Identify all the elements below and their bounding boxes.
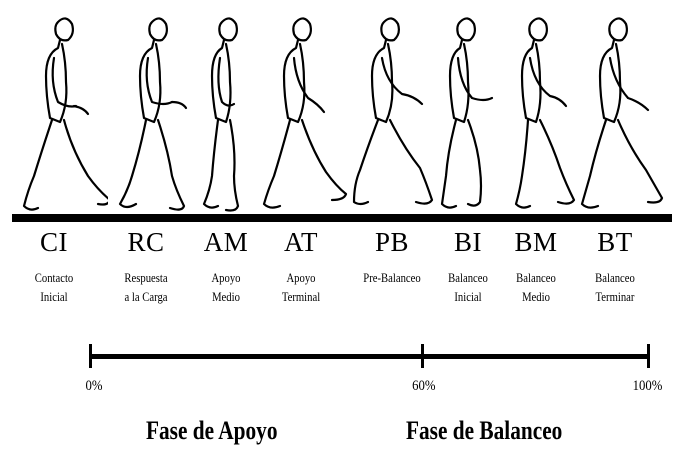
phase-name: Balanceo Inicial <box>443 268 492 306</box>
walker-figure-bm <box>504 8 584 218</box>
walker-figure-ci <box>18 8 108 218</box>
walker-figure-bi <box>436 8 506 218</box>
timeline-tick-60 <box>421 344 424 368</box>
walker-figure-at <box>262 8 352 218</box>
tick-label-0: 0% <box>86 378 103 395</box>
phase-name: Apoyo Medio <box>201 268 250 306</box>
walker-figure-am <box>198 8 268 218</box>
phase-name: Contacto Inicial <box>28 268 80 306</box>
fase-apoyo-label: Fase de Apoyo <box>146 416 277 446</box>
phase-abbr: PB <box>344 226 440 258</box>
tick-label-60: 60% <box>412 378 435 395</box>
phase-at: AT Apoyo Terminal <box>266 226 336 306</box>
phase-abbr: BT <box>580 226 650 258</box>
fase-balanceo-label: Fase de Balanceo <box>406 416 562 446</box>
phase-name: Balanceo Terminar <box>586 268 643 306</box>
phase-abbr: BI <box>438 226 498 258</box>
phase-pb: PB Pre-Balanceo <box>344 226 440 287</box>
walker-figure-pb <box>350 8 440 218</box>
phase-bt: BT Balanceo Terminar <box>580 226 650 306</box>
walker-figure-rc <box>112 8 202 218</box>
cycle-timeline-bar <box>90 354 650 359</box>
phase-name: Respuesta a la Carga <box>115 268 177 306</box>
phase-name: Balanceo Medio <box>511 268 560 306</box>
phase-ci: CI Contacto Inicial <box>22 226 86 306</box>
walker-figure-bt <box>578 8 668 218</box>
phase-am: AM Apoyo Medio <box>196 226 256 306</box>
phase-name: Pre-Balanceo <box>353 268 432 287</box>
phase-name: Apoyo Terminal <box>272 268 329 306</box>
phase-abbr: AM <box>196 226 256 258</box>
phase-rc: RC Respuesta a la Carga <box>108 226 184 306</box>
timeline-tick-100 <box>647 344 650 368</box>
phase-bi: BI Balanceo Inicial <box>438 226 498 306</box>
timeline-tick-0 <box>89 344 92 368</box>
phase-abbr: CI <box>22 226 86 258</box>
ground-line <box>12 214 672 222</box>
phase-abbr: AT <box>266 226 336 258</box>
phase-bm: BM Balanceo Medio <box>506 226 566 306</box>
phase-abbr: RC <box>108 226 184 258</box>
tick-label-100: 100% <box>633 378 663 395</box>
phase-abbr: BM <box>506 226 566 258</box>
